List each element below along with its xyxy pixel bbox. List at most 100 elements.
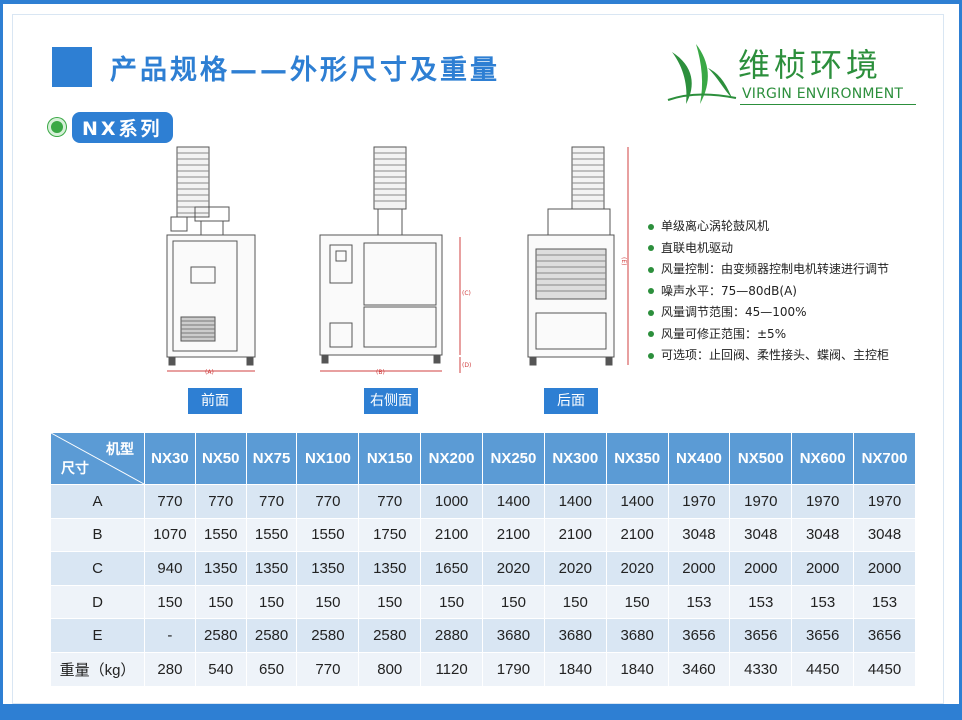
table-cell: 800 bbox=[358, 651, 422, 687]
table-cell: 150 bbox=[296, 584, 360, 620]
view-label-front: 前面 bbox=[188, 388, 242, 414]
model-header: NX50 bbox=[194, 432, 247, 485]
series-label: NX系列 bbox=[72, 111, 173, 143]
model-header: NX250 bbox=[482, 432, 545, 485]
front-dimension-a: (A) bbox=[205, 369, 214, 375]
logo-underline bbox=[740, 104, 916, 105]
page-inner-border bbox=[12, 14, 944, 704]
table-cell: 4450 bbox=[791, 651, 855, 687]
table-cell: 1790 bbox=[482, 651, 545, 687]
table-cell: 280 bbox=[144, 651, 196, 687]
back-dimension-e: (E) bbox=[620, 257, 627, 265]
table-cell: 3048 bbox=[729, 517, 793, 553]
bullet-icon bbox=[648, 245, 654, 252]
table-cell: 2000 bbox=[853, 551, 916, 586]
table-cell: 770 bbox=[245, 484, 298, 519]
bullet-icon bbox=[648, 331, 654, 338]
table-cell: 150 bbox=[245, 584, 298, 620]
bullet-icon bbox=[648, 266, 654, 273]
table-cell: 650 bbox=[245, 651, 298, 687]
table-cell: 3656 bbox=[729, 618, 793, 653]
table-cell: 150 bbox=[605, 584, 669, 620]
corner-size-label: 尺寸 bbox=[61, 460, 89, 476]
table-cell: 150 bbox=[194, 584, 247, 620]
table-cell: 3460 bbox=[667, 651, 731, 687]
feature-item: 风量可修正范围：±5% bbox=[648, 324, 889, 346]
table-cell: 3680 bbox=[543, 618, 607, 653]
table-cell: 1350 bbox=[245, 551, 298, 586]
model-header: NX700 bbox=[853, 432, 916, 485]
view-label-side: 右侧面 bbox=[364, 388, 418, 414]
table-cell: - bbox=[144, 618, 196, 653]
table-cell: 2880 bbox=[420, 618, 484, 653]
model-header: NX200 bbox=[420, 432, 484, 485]
table-cell: 770 bbox=[194, 484, 247, 519]
table-cell: 1350 bbox=[296, 551, 360, 586]
table-cell: 2580 bbox=[245, 618, 298, 653]
row-label-cell: D bbox=[50, 584, 145, 620]
table-cell: 3680 bbox=[605, 618, 669, 653]
bullet-icon bbox=[648, 223, 654, 230]
table-cell: 1000 bbox=[420, 484, 484, 519]
logo-chinese-name: 维桢环境 bbox=[738, 46, 883, 84]
table-cell: 770 bbox=[144, 484, 196, 519]
bullet-icon bbox=[648, 309, 654, 316]
table-cell: 770 bbox=[296, 651, 360, 687]
model-header: NX30 bbox=[144, 432, 196, 485]
model-header: NX100 bbox=[296, 432, 360, 485]
model-header: NX75 bbox=[245, 432, 298, 485]
table-cell: 2100 bbox=[420, 517, 484, 553]
table-cell: 3656 bbox=[667, 618, 731, 653]
table-cell: 1650 bbox=[420, 551, 484, 586]
table-cell: 2020 bbox=[605, 551, 669, 586]
table-cell: 2000 bbox=[729, 551, 793, 586]
table-cell: 4330 bbox=[729, 651, 793, 687]
table-cell: 150 bbox=[358, 584, 422, 620]
page-title: 产品规格——外形尺寸及重量 bbox=[110, 55, 500, 86]
table-corner-cell: 机型 尺寸 bbox=[50, 432, 145, 485]
feature-item: 单级离心涡轮鼓风机 bbox=[648, 216, 889, 238]
table-cell: 1840 bbox=[543, 651, 607, 687]
company-logo-icon bbox=[667, 44, 737, 104]
bullet-icon bbox=[648, 288, 654, 295]
table-cell: 1400 bbox=[482, 484, 545, 519]
table-cell: 1750 bbox=[358, 517, 422, 553]
model-header: NX350 bbox=[605, 432, 669, 485]
front-view-drawing: (A) bbox=[166, 146, 256, 375]
table-cell: 770 bbox=[296, 484, 360, 519]
series-bullet-icon bbox=[48, 118, 66, 136]
table-cell: 153 bbox=[729, 584, 793, 620]
table-cell: 1970 bbox=[791, 484, 855, 519]
table-cell: 1400 bbox=[605, 484, 669, 519]
row-label-cell: 重量（kg） bbox=[50, 651, 145, 687]
feature-list: 单级离心涡轮鼓风机 直联电机驱动 风量控制：由变频器控制电机转速进行调节 噪声水… bbox=[648, 216, 889, 367]
table-cell: 1970 bbox=[667, 484, 731, 519]
model-header: NX500 bbox=[729, 432, 793, 485]
side-dimension-b: (B) bbox=[376, 369, 385, 375]
table-cell: 2020 bbox=[543, 551, 607, 586]
side-view-drawing: (B) (C) (D) bbox=[319, 146, 471, 375]
table-cell: 2000 bbox=[667, 551, 731, 586]
table-cell: 1550 bbox=[245, 517, 298, 553]
table-cell: 150 bbox=[144, 584, 196, 620]
view-label-back: 后面 bbox=[544, 388, 598, 414]
table-cell: 153 bbox=[667, 584, 731, 620]
table-cell: 1550 bbox=[194, 517, 247, 553]
table-cell: 770 bbox=[358, 484, 422, 519]
table-cell: 150 bbox=[482, 584, 545, 620]
row-label-cell: C bbox=[50, 551, 145, 586]
table-cell: 3048 bbox=[667, 517, 731, 553]
table-cell: 2100 bbox=[605, 517, 669, 553]
series-heading: NX系列 bbox=[48, 111, 173, 143]
feature-item: 直联电机驱动 bbox=[648, 238, 889, 260]
table-cell: 1350 bbox=[358, 551, 422, 586]
table-cell: 940 bbox=[144, 551, 196, 586]
table-cell: 1970 bbox=[729, 484, 793, 519]
table-cell: 2000 bbox=[791, 551, 855, 586]
table-cell: 540 bbox=[194, 651, 247, 687]
